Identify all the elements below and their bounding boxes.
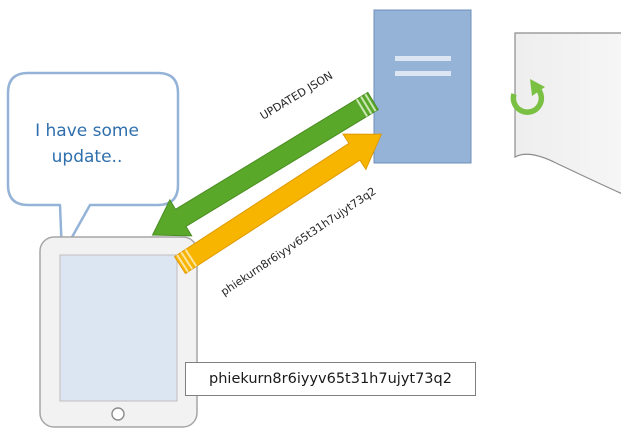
bubble-message: I have some update..	[12, 118, 162, 170]
bubble-line-2: update..	[51, 147, 123, 167]
server-icon	[373, 9, 472, 164]
token-arrow-label: phiekurn8r6iyyv65t31h7ujyt73q2	[218, 185, 378, 299]
updated-json-label: UPDATED JSON	[258, 69, 335, 123]
token-arrow	[173, 133, 383, 275]
updated-json-arrow	[151, 91, 379, 237]
refresh-icon	[510, 79, 545, 115]
tablet-icon	[39, 236, 198, 428]
token-text-box: phiekurn8r6iyyv65t31h7ujyt73q2	[185, 362, 476, 396]
document-icon	[514, 32, 621, 194]
bubble-line-1: I have some	[35, 121, 139, 141]
speech-bubble	[6, 71, 180, 257]
